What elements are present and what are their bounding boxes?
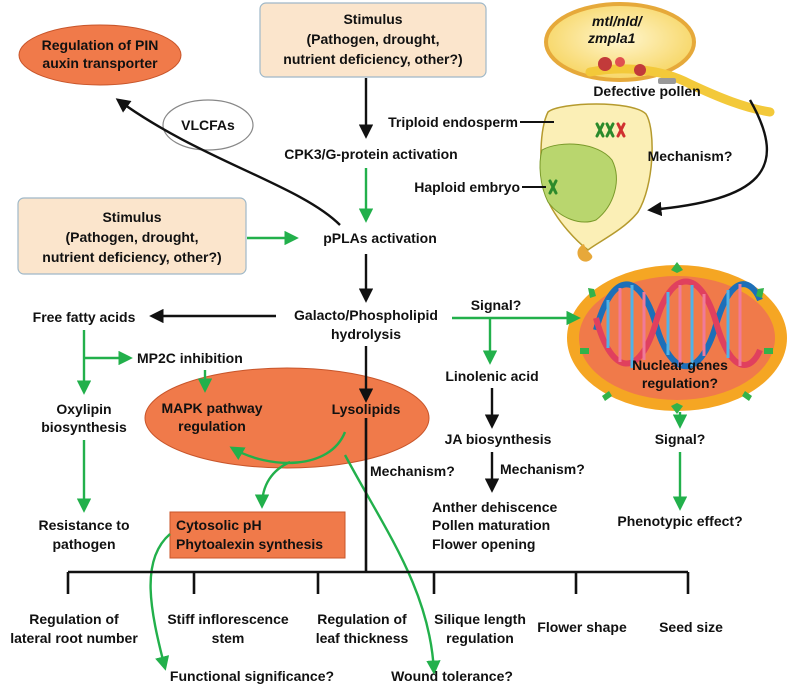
- mechanism-ja-label: Mechanism?: [500, 461, 585, 477]
- regulation-pin-label-1: Regulation of PIN: [42, 37, 159, 53]
- stimulus-left-box: [17, 197, 247, 275]
- signal-right-label: Signal?: [655, 431, 706, 447]
- outcome-4-line1: Silique length: [434, 611, 526, 627]
- flower-opening-label: Flower opening: [432, 536, 535, 552]
- cpk3-label: CPK3/G-protein activation: [284, 146, 457, 162]
- stimulus-top-line3: nutrient deficiency, other?): [283, 51, 462, 67]
- defective-pollen-label: Defective pollen: [593, 83, 700, 99]
- pollen-grain-icon: [544, 2, 775, 117]
- outcome-1-line1: Regulation of: [29, 611, 119, 627]
- stimulus-top-box: [259, 2, 487, 78]
- cytosolic-label-1: Cytosolic pH: [176, 517, 262, 533]
- pollen-maturation-label: Pollen maturation: [432, 517, 550, 533]
- stimulus-left-line2: (Pathogen, drought,: [66, 229, 199, 245]
- nuclear-label-2: regulation?: [642, 375, 718, 391]
- cytosolic-label-2: Phytoalexin synthesis: [176, 536, 323, 552]
- oxylipin-label-2: biosynthesis: [41, 419, 127, 435]
- stimulus-top-title: Stimulus: [343, 11, 402, 27]
- outcome-6-line1: Seed size: [659, 619, 723, 635]
- mechanism-right-label: Mechanism?: [648, 148, 733, 164]
- outcome-1-line2: lateral root number: [10, 630, 138, 646]
- wound-label: Wound tolerance?: [391, 668, 513, 684]
- hydrolysis-label-2: hydrolysis: [331, 326, 401, 342]
- hydrolysis-label-1: Galacto/Phospholipid: [294, 307, 438, 323]
- stimulus-left-title: Stimulus: [102, 209, 161, 225]
- signal-top-label: Signal?: [471, 297, 522, 313]
- stimulus-top-line2: (Pathogen, drought,: [307, 31, 440, 47]
- pollen-genotype-1: mtl/nld/: [592, 13, 644, 29]
- resistance-label-1: Resistance to: [38, 517, 129, 533]
- functional-label: Functional significance?: [170, 668, 334, 684]
- ja-label: JA biosynthesis: [445, 431, 552, 447]
- outcome-2-line1: Stiff inflorescence: [167, 611, 289, 627]
- lysolipids-label: Lysolipids: [332, 401, 401, 417]
- vlcfas-label: VLCFAs: [181, 117, 235, 133]
- nuclear-label-1: Nuclear genes: [632, 357, 728, 373]
- free-fatty-acids-label: Free fatty acids: [33, 309, 136, 325]
- nucleus-icon: [567, 262, 787, 414]
- anther-label: Anther dehiscence: [432, 499, 557, 515]
- mechanism-mid-label: Mechanism?: [370, 463, 455, 479]
- seed-icon: [539, 103, 653, 262]
- stimulus-left-line3: nutrient deficiency, other?): [42, 249, 221, 265]
- haploid-embryo-label: Haploid embryo: [414, 179, 520, 195]
- mapk-label-1: MAPK pathway: [161, 400, 262, 416]
- outcome-5-line1: Flower shape: [537, 619, 627, 635]
- chromosome-icon: [548, 122, 626, 195]
- mapk-lysolipids-node: [144, 367, 430, 469]
- phenotypic-label: Phenotypic effect?: [617, 513, 742, 529]
- outcome-3-line2: leaf thickness: [316, 630, 409, 646]
- oxylipin-label-1: Oxylipin: [56, 401, 111, 417]
- dna-helix-icon: [593, 278, 763, 370]
- vlcfas-node: [162, 99, 254, 151]
- outcome-2-line2: stem: [212, 630, 245, 646]
- regulation-pin-label-2: auxin transporter: [42, 55, 158, 71]
- regulation-pin-node: [18, 24, 182, 86]
- pplas-label: pPLAs activation: [323, 230, 437, 246]
- triploid-endosperm-label: Triploid endosperm: [388, 114, 518, 130]
- pollen-genotype-2: zmpla1: [587, 30, 636, 46]
- resistance-label-2: pathogen: [53, 536, 116, 552]
- nuclear-pore-icon: [580, 262, 773, 414]
- mapk-label-2: regulation: [178, 418, 246, 434]
- mp2c-label: MP2C inhibition: [137, 350, 243, 366]
- linolenic-label: Linolenic acid: [445, 368, 538, 384]
- outcome-3-line1: Regulation of: [317, 611, 407, 627]
- outcome-4-line2: regulation: [446, 630, 514, 646]
